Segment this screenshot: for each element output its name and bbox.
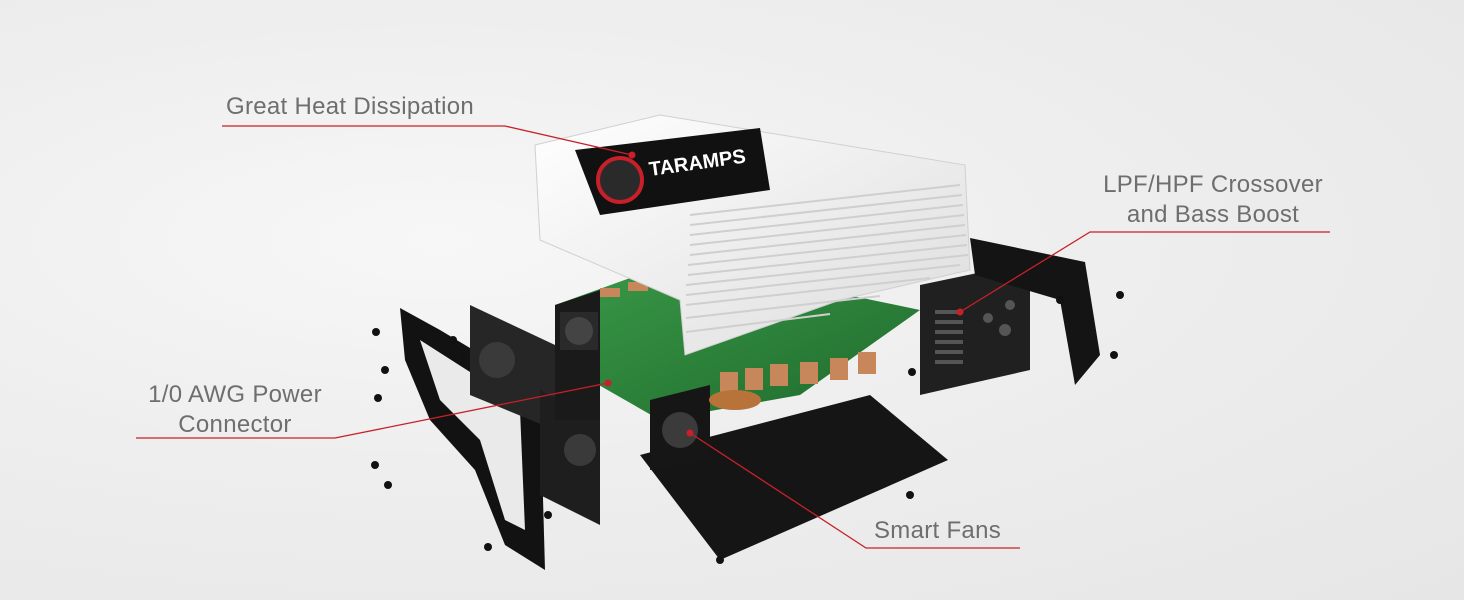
- callout-dots: [604, 151, 964, 437]
- callout-crossover-line2: and Bass Boost: [1126, 201, 1300, 228]
- callout-heat-dissipation: Great Heat Dissipation: [226, 92, 474, 122]
- callout-power-line2: Connector: [178, 411, 292, 438]
- bottom-plate: [640, 395, 948, 560]
- callout-heat-text: Great Heat Dissipation: [226, 93, 475, 120]
- callout-smart-fans: Smart Fans: [874, 516, 1001, 546]
- heatsink-top: TARAMPS: [534, 114, 971, 356]
- callout-crossover-line1: LPF/HPF Crossover: [1103, 171, 1323, 198]
- callout-fans-text: Smart Fans: [874, 517, 1002, 544]
- callout-crossover: LPF/HPF Crossover and Bass Boost: [1088, 170, 1338, 230]
- screws: [371, 291, 1124, 564]
- left-end-bracket: [400, 305, 600, 570]
- callout-power-line1: 1/0 AWG Power: [148, 381, 322, 408]
- right-end-bracket: [920, 238, 1100, 395]
- callout-power-connector: 1/0 AWG Power Connector: [130, 380, 340, 440]
- callout-lines: [136, 125, 1330, 549]
